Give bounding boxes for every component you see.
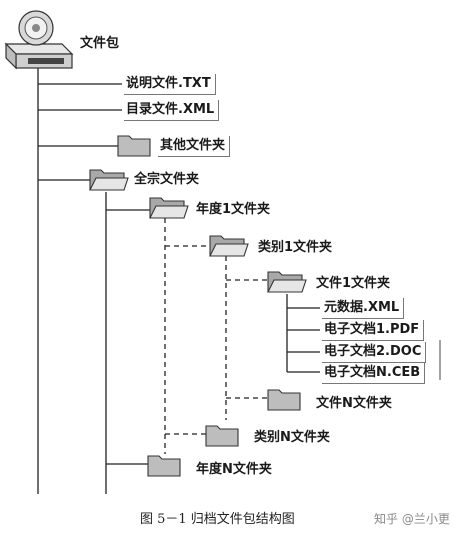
node-yearN-folder: 年度N文件夹 — [196, 462, 272, 477]
folder-open-icon — [89, 169, 129, 191]
node-year1-folder: 年度1文件夹 — [196, 202, 271, 217]
root-label: 文件包 — [80, 36, 120, 51]
folder-open-icon — [267, 271, 307, 293]
node-desc-file: 说明文件.TXT — [124, 74, 216, 95]
node-ceb-file: 电子文档N.CEB — [322, 363, 426, 384]
package-disk-icon — [4, 10, 74, 70]
folder-open-icon — [209, 235, 249, 257]
node-cat1-folder: 类别1文件夹 — [258, 240, 333, 255]
folder-closed-icon — [117, 135, 151, 157]
node-fileN-folder: 文件N文件夹 — [316, 396, 392, 411]
figure-caption: 图 5－1 归档文件包结构图 — [140, 512, 295, 527]
node-all-folder: 全宗文件夹 — [134, 172, 200, 187]
node-pdf-file: 电子文档1.PDF — [322, 320, 425, 341]
folder-closed-icon — [205, 425, 239, 447]
folder-open-icon — [149, 197, 189, 219]
folder-closed-icon — [267, 389, 301, 411]
node-catN-folder: 类别N文件夹 — [254, 430, 330, 445]
node-other-folder: 其他文件夹 — [158, 136, 231, 157]
node-dir-file: 目录文件.XML — [124, 100, 220, 121]
folder-closed-icon — [147, 455, 181, 477]
watermark-text: 知乎 @兰小更 — [374, 512, 450, 526]
node-file1-folder: 文件1文件夹 — [316, 276, 391, 291]
node-metadata-file: 元数据.XML — [322, 298, 405, 319]
node-doc-file: 电子文档2.DOC — [322, 342, 427, 363]
